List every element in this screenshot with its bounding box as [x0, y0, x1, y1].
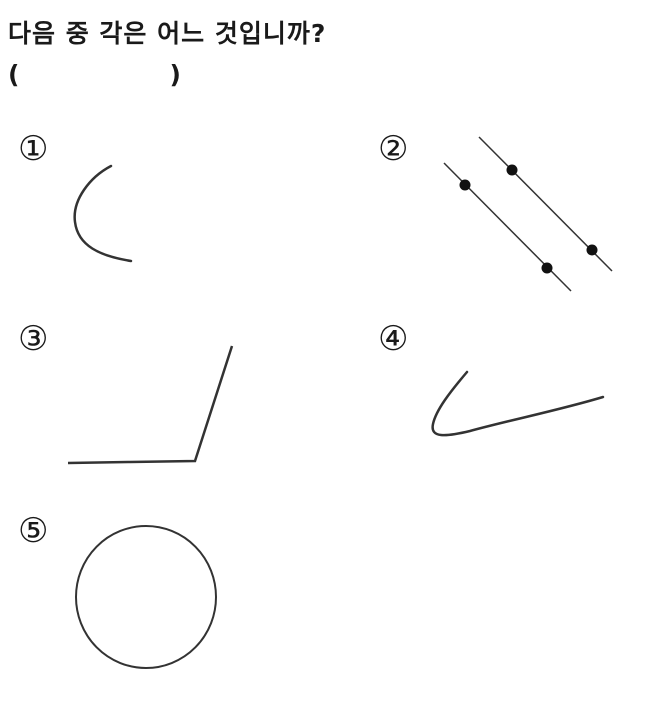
- choice-2-number[interactable]: ②: [378, 129, 409, 169]
- choice-3-angle: [67, 345, 234, 465]
- open-paren: (: [8, 60, 20, 89]
- choice-1-number[interactable]: ①: [18, 129, 49, 169]
- choice-4-curve: [431, 370, 605, 437]
- point-4: [586, 244, 598, 256]
- point-3: [506, 164, 518, 176]
- choice-5-number[interactable]: ⑤: [18, 511, 49, 551]
- point-1: [459, 179, 471, 191]
- choice-5-circle: [75, 525, 217, 669]
- choice-4-number[interactable]: ④: [378, 319, 409, 359]
- close-paren: ): [169, 60, 181, 89]
- choice-2-parallel-lines: [443, 136, 613, 292]
- choice-3-number[interactable]: ③: [18, 319, 49, 359]
- answer-blank: (): [8, 60, 181, 89]
- choice-1-curve: [73, 164, 133, 263]
- point-2: [541, 262, 553, 274]
- question-text: 다음 중 각은 어느 것입니까?: [8, 19, 327, 48]
